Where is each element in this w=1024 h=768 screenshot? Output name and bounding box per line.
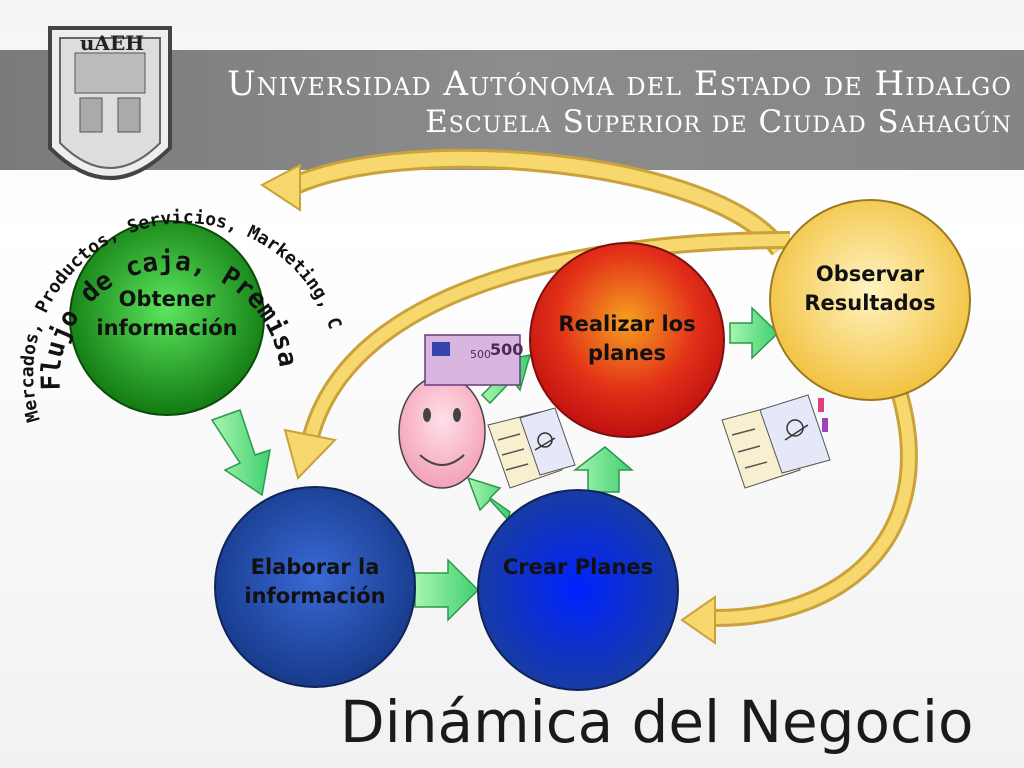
logo-text: uAEH <box>80 31 144 55</box>
arrow-crear-to-notebook <box>466 476 511 522</box>
node-realizar-label: Realizar los planes <box>558 312 696 365</box>
arrow-crear-to-realizar <box>572 446 635 493</box>
notebook-icon-left <box>487 407 576 489</box>
slide-title: Dinámica del Negocio <box>340 688 974 756</box>
notebook-icon-right <box>721 394 831 489</box>
svg-text:500: 500 <box>470 348 491 361</box>
node-crear-label: Crear Planes <box>502 555 654 579</box>
node-observar-circle <box>769 199 971 401</box>
node-realizar-circle <box>529 242 725 438</box>
node-elaborar-label: Elaborar la información <box>244 555 386 608</box>
node-elaborar-circle <box>214 486 416 688</box>
node-observar-label: Observar Resultados <box>804 262 936 315</box>
svg-text:500: 500 <box>490 340 523 359</box>
arrow-realizar-to-observar <box>729 306 780 360</box>
banknote-icon: 500 500 <box>424 334 523 386</box>
node-obtener-label: Obtener información <box>96 287 238 340</box>
node-crear-circle <box>477 489 679 691</box>
university-logo: uAEH <box>48 26 172 180</box>
university-name: Universidad Autónoma del Estado de Hidal… <box>226 64 1012 104</box>
face-icon <box>398 375 486 489</box>
node-obtener-circle <box>69 220 265 416</box>
arrow-obtener-to-elaborar <box>210 409 271 497</box>
arrow-elaborar-to-crear <box>414 558 480 622</box>
school-name: Escuela Superior de Ciudad Sahagún <box>425 104 1012 140</box>
